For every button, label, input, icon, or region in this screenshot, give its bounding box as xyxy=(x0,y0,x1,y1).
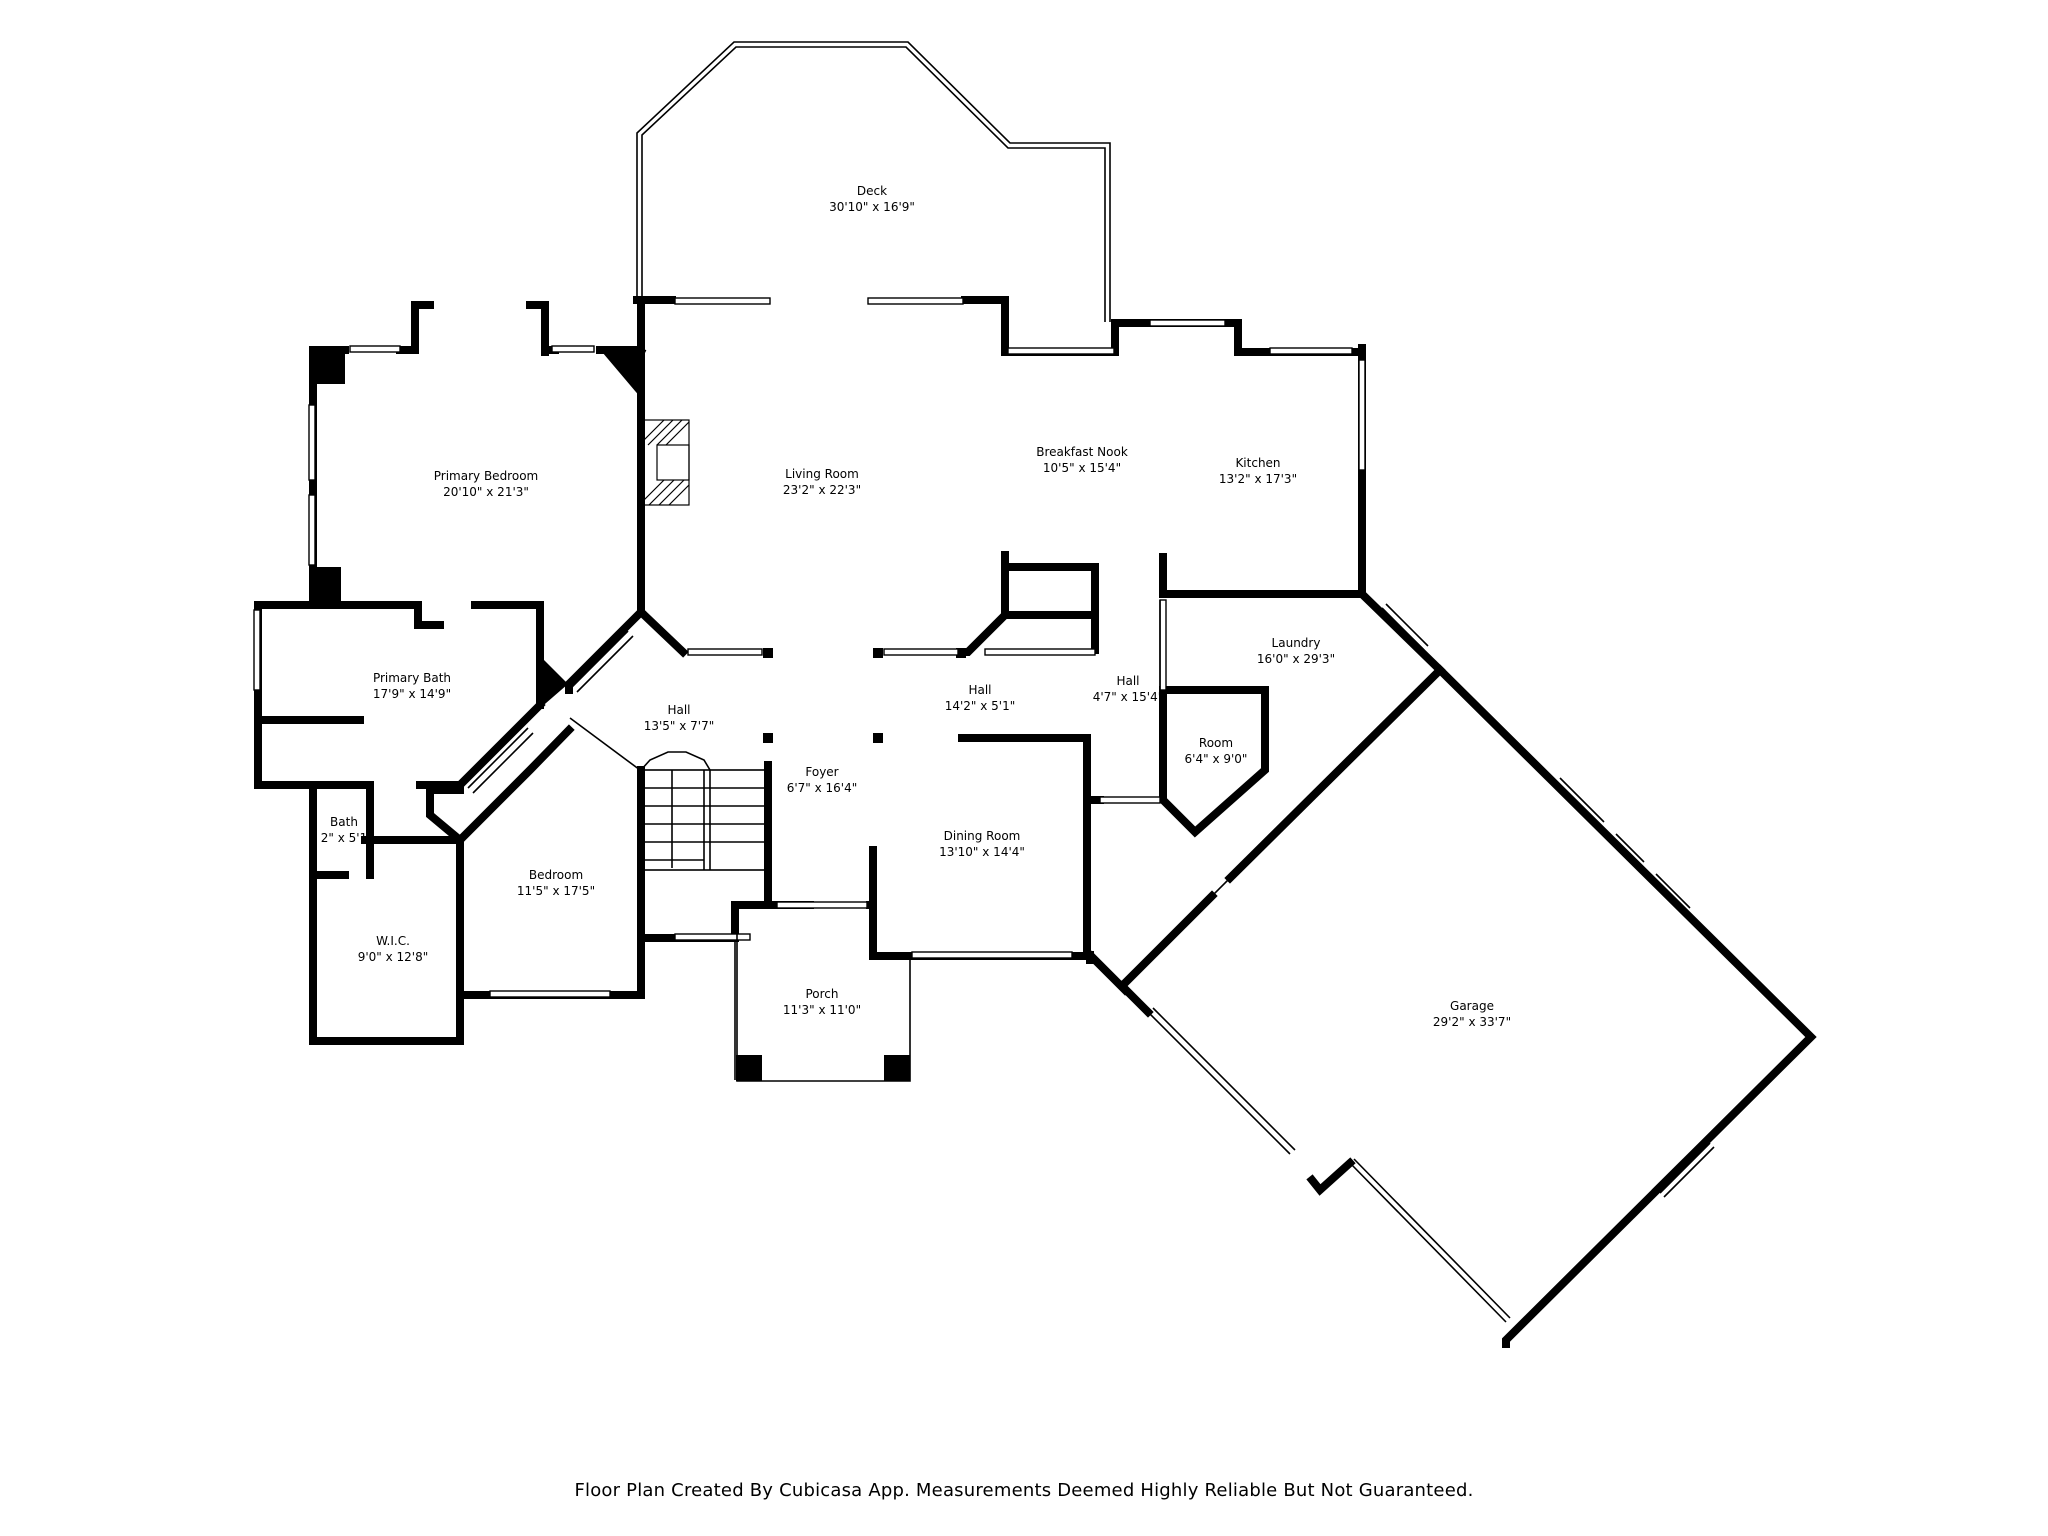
room-dim-kitchen: 13'2" x 17'3" xyxy=(1219,472,1297,486)
room-dim-hall-center: 14'2" x 5'1" xyxy=(945,699,1016,713)
room-dim-bedroom: 11'5" x 17'5" xyxy=(517,884,595,898)
room-dim-primary-bath: 17'9" x 14'9" xyxy=(373,687,451,701)
room-label-primary-bath: Primary Bath xyxy=(373,671,451,685)
room-label-living: Living Room xyxy=(785,467,859,481)
room-label-kitchen: Kitchen xyxy=(1235,456,1280,470)
room-label-bedroom: Bedroom xyxy=(529,868,583,882)
room-dim-room: 6'4" x 9'0" xyxy=(1185,752,1248,766)
room-dim-primary-bedroom: 20'10" x 21'3" xyxy=(443,485,529,499)
room-label-hall-right: Hall xyxy=(1116,674,1139,688)
solid-blocks xyxy=(311,346,966,1081)
windows xyxy=(253,297,1366,998)
fireplace xyxy=(643,419,690,506)
room-dim-wic: 9'0" x 12'8" xyxy=(358,950,429,964)
room-label-primary-bedroom: Primary Bedroom xyxy=(434,469,538,483)
staircase xyxy=(640,751,769,871)
garage-windows xyxy=(1147,600,1715,1323)
room-label-dining: Dining Room xyxy=(944,829,1021,843)
room-label-deck: Deck xyxy=(857,184,887,198)
room-label-breakfast: Breakfast Nook xyxy=(1036,445,1128,459)
room-dim-dining: 13'10" x 14'4" xyxy=(939,845,1025,859)
room-dim-hall-left: 13'5" x 7'7" xyxy=(644,719,715,733)
room-label-wic: W.I.C. xyxy=(376,934,410,948)
room-dim-deck: 30'10" x 16'9" xyxy=(829,200,915,214)
room-dim-breakfast: 10'5" x 15'4" xyxy=(1043,461,1121,475)
room-label-laundry: Laundry xyxy=(1272,636,1321,650)
deck-outline xyxy=(636,41,1111,322)
room-dim-laundry: 16'0" x 29'3" xyxy=(1257,652,1335,666)
room-dim-bath: 2" x 5'1 xyxy=(321,831,367,845)
porch-outline xyxy=(734,912,911,1082)
walls xyxy=(254,296,1817,1348)
room-label-hall-left: Hall xyxy=(667,703,690,717)
room-labels: Deck 30'10" x 16'9" Living Room 23'2" x … xyxy=(321,184,1511,1029)
room-dim-garage: 29'2" x 33'7" xyxy=(1433,1015,1511,1029)
room-label-hall-center: Hall xyxy=(968,683,991,697)
room-dim-hall-right: 4'7" x 15'4" xyxy=(1093,690,1164,704)
room-label-foyer: Foyer xyxy=(805,765,838,779)
room-label-room: Room xyxy=(1199,736,1233,750)
room-label-porch: Porch xyxy=(805,987,838,1001)
room-dim-foyer: 6'7" x 16'4" xyxy=(787,781,858,795)
room-dim-living: 23'2" x 22'3" xyxy=(783,483,861,497)
diagonal-openings xyxy=(467,630,641,794)
room-label-bath: Bath xyxy=(330,815,358,829)
footer-disclaimer: Floor Plan Created By Cubicasa App. Meas… xyxy=(574,1480,1474,1501)
room-label-garage: Garage xyxy=(1450,999,1494,1013)
room-dim-porch: 11'3" x 11'0" xyxy=(783,1003,861,1017)
